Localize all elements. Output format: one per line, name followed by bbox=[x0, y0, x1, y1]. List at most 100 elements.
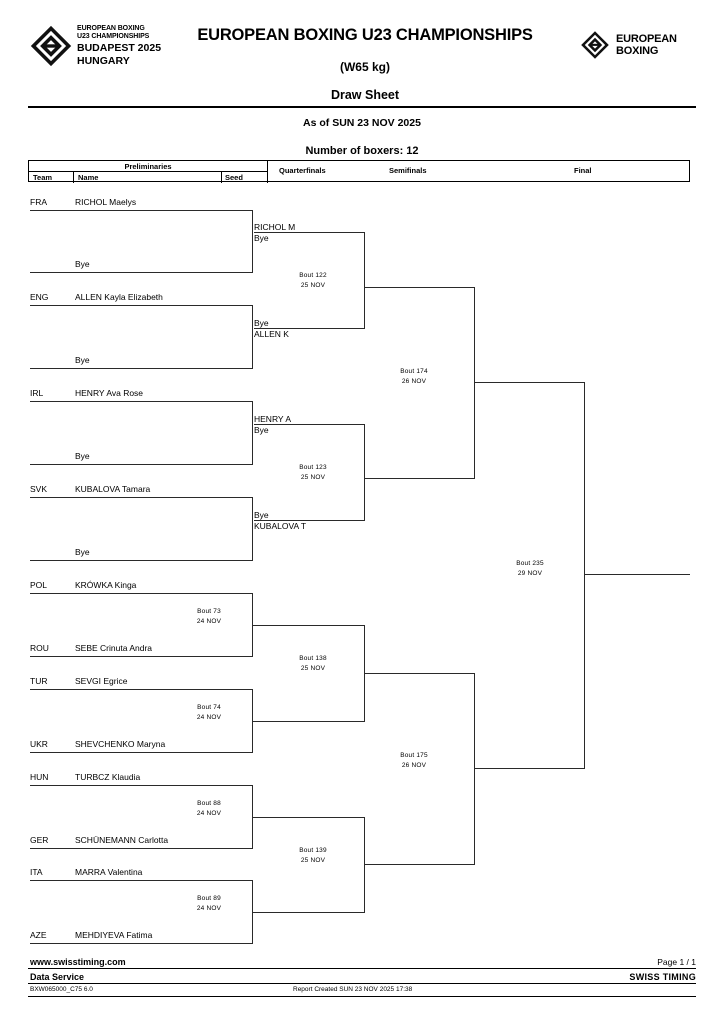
number-of-boxers: Number of boxers: 12 bbox=[305, 145, 419, 157]
bout-info: Bout 123 25 NOV bbox=[282, 463, 344, 484]
column-header-semifinals: Semifinals bbox=[389, 166, 427, 175]
bout-info: Bout 235 29 NOV bbox=[495, 559, 565, 580]
page-title: EUROPEAN BOXING U23 CHAMPIONSHIPS bbox=[197, 26, 533, 44]
footer-report-code: BXW065000_C75 6.0 bbox=[30, 986, 93, 993]
prelim-name: Bye bbox=[75, 547, 90, 557]
bout-info: Bout 74 24 NOV bbox=[178, 703, 240, 724]
bout-label: Bout 89 bbox=[197, 895, 221, 902]
bout-date: 26 NOV bbox=[401, 762, 427, 770]
bracket-line bbox=[252, 305, 253, 369]
logo-line-4: HUNGARY bbox=[77, 54, 130, 67]
footer-website[interactable]: www.swisstiming.com bbox=[30, 957, 126, 967]
bout-info: Bout 175 26 NOV bbox=[383, 751, 445, 772]
eb-logo-line-1: EUROPEAN bbox=[616, 32, 677, 45]
bracket-line bbox=[30, 305, 252, 306]
bracket-line bbox=[30, 848, 252, 849]
bracket-line bbox=[30, 368, 252, 369]
bracket-line bbox=[252, 401, 253, 465]
bracket-line bbox=[252, 912, 364, 913]
prelim-name: ALLEN Kayla Elizabeth bbox=[75, 292, 163, 302]
footer-divider bbox=[28, 996, 696, 997]
as-of-date: As of SUN 23 NOV 2025 bbox=[303, 117, 421, 129]
bout-label: Bout 235 bbox=[516, 560, 544, 567]
document-type: Draw Sheet bbox=[330, 88, 400, 102]
bracket-line bbox=[252, 497, 253, 561]
bracket-line bbox=[364, 287, 474, 288]
qf-entry-label: KUBALOVA T bbox=[254, 521, 307, 531]
diamond-logo-icon bbox=[30, 25, 72, 67]
bracket-line bbox=[474, 768, 584, 769]
header-divider bbox=[28, 106, 696, 108]
bout-label: Bout 175 bbox=[400, 752, 428, 759]
bracket-line bbox=[30, 272, 252, 273]
bracket-line bbox=[474, 287, 475, 479]
bracket-line bbox=[584, 382, 585, 769]
qf-entry-label: Bye bbox=[254, 233, 269, 243]
bout-date: 25 NOV bbox=[300, 665, 326, 673]
bracket-line bbox=[30, 401, 252, 402]
bracket-line bbox=[254, 520, 364, 521]
qf-entry-label: ALLEN K bbox=[254, 329, 289, 339]
eb-logo-line-2: BOXING bbox=[616, 45, 659, 57]
bracket-line bbox=[254, 328, 364, 329]
prelim-name: HENRY Ava Rose bbox=[75, 388, 144, 398]
qf-entry-label: Bye bbox=[254, 425, 269, 435]
bout-label: Bout 74 bbox=[197, 704, 221, 711]
bout-info: Bout 122 25 NOV bbox=[282, 271, 344, 292]
bracket-line bbox=[364, 478, 474, 479]
weight-category: (W65 kg) bbox=[339, 60, 390, 74]
footer-company: SWISS TIMING bbox=[629, 972, 696, 982]
bout-label: Bout 122 bbox=[299, 272, 327, 279]
bout-date: 24 NOV bbox=[196, 810, 222, 818]
bracket-line bbox=[364, 232, 365, 329]
preliminaries-subheader-row: Team Name Seed bbox=[29, 172, 268, 183]
bout-date: 24 NOV bbox=[196, 714, 222, 722]
column-header-quarterfinals: Quarterfinals bbox=[279, 166, 326, 175]
bout-date: 25 NOV bbox=[300, 857, 326, 865]
logo-line-3: BUDAPEST 2025 bbox=[77, 41, 162, 54]
prelim-name: SEVGI Egrice bbox=[75, 676, 128, 686]
bout-info: Bout 174 26 NOV bbox=[383, 367, 445, 388]
prelim-name: RICHOL Maelys bbox=[75, 197, 137, 207]
bout-label: Bout 174 bbox=[400, 368, 428, 375]
prelim-team: SVK bbox=[30, 484, 48, 494]
bracket-line bbox=[30, 785, 252, 786]
footer-page-number: Page 1 / 1 bbox=[657, 957, 696, 967]
prelim-name: Bye bbox=[75, 451, 90, 461]
bracket-line bbox=[30, 464, 252, 465]
bracket-line bbox=[30, 752, 252, 753]
prelim-name: SHEVCHENKO Maryna bbox=[75, 739, 166, 749]
bout-info: Bout 88 24 NOV bbox=[178, 799, 240, 820]
bout-label: Bout 123 bbox=[299, 464, 327, 471]
bracket-line bbox=[30, 593, 252, 594]
bracket-line bbox=[252, 721, 364, 722]
bout-info: Bout 138 25 NOV bbox=[282, 654, 344, 675]
bracket-line bbox=[364, 864, 474, 865]
prelim-team: UKR bbox=[30, 739, 48, 749]
bracket-line bbox=[584, 574, 690, 575]
bout-date: 24 NOV bbox=[196, 618, 222, 626]
bracket-line bbox=[474, 673, 475, 865]
bracket-line bbox=[364, 817, 365, 913]
column-header-seed: Seed bbox=[225, 173, 243, 182]
prelim-team: IRL bbox=[30, 388, 44, 398]
prelim-team: ROU bbox=[30, 643, 49, 653]
bracket-line bbox=[254, 232, 364, 233]
bracket-line bbox=[30, 943, 252, 944]
prelim-team: ITA bbox=[30, 867, 43, 877]
column-header-final: Final bbox=[574, 166, 592, 175]
bout-date: 25 NOV bbox=[300, 282, 326, 290]
bout-label: Bout 88 bbox=[197, 800, 221, 807]
bout-date: 25 NOV bbox=[300, 474, 326, 482]
page-header: EUROPEAN BOXING U23 CHAMPIONSHIPS BUDAPE… bbox=[0, 0, 724, 105]
prelim-name: Bye bbox=[75, 355, 90, 365]
bracket-line bbox=[252, 817, 364, 818]
prelim-team: POL bbox=[30, 580, 48, 590]
bracket-line bbox=[30, 210, 252, 211]
prelim-name: MEHDIYEVA Fatima bbox=[75, 930, 153, 940]
bout-label: Bout 138 bbox=[299, 655, 327, 662]
bout-info: Bout 89 24 NOV bbox=[178, 894, 240, 915]
logo-line-1: EUROPEAN BOXING bbox=[77, 24, 145, 32]
prelim-name: KUBALOVA Tamara bbox=[75, 484, 151, 494]
footer-divider bbox=[28, 983, 696, 985]
